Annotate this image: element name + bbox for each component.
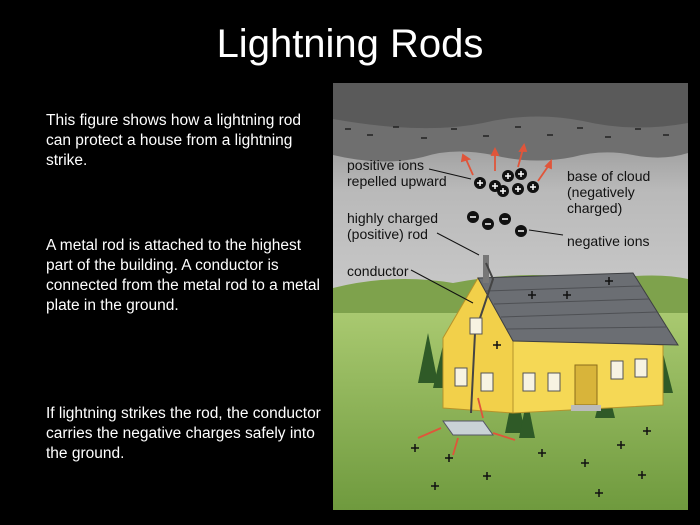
slide-title: Lightning Rods (216, 22, 484, 66)
conductor-wire (470, 262, 495, 414)
label-pointers (410, 168, 564, 304)
ground-positive-charges (411, 277, 651, 497)
intro-paragraph: This figure shows how a lightning rod ca… (46, 112, 302, 169)
ground-arrows (417, 397, 516, 456)
repel-arrows (460, 142, 552, 182)
house-illustration (333, 83, 688, 510)
house-door (574, 364, 598, 406)
lightning-rod (483, 255, 489, 283)
rod-description-paragraph: A metal rod is attached to the highest p… (46, 237, 320, 314)
label-positive-ions: positive ions repelled upward (347, 157, 447, 189)
label-negative-ions: negative ions (567, 233, 650, 249)
lightning-rod-figure: positive ions repelled upward highly cha… (333, 83, 688, 510)
label-base-of-cloud: base of cloud (negatively charged) (567, 168, 651, 216)
ground-plate (442, 420, 494, 436)
cloud-negative-charges (345, 126, 669, 139)
label-conductor: conductor (347, 263, 409, 279)
strike-paragraph: If lightning strikes the rod, the conduc… (46, 405, 321, 462)
label-highly-charged-rod: highly charged (positive) rod (347, 210, 439, 242)
